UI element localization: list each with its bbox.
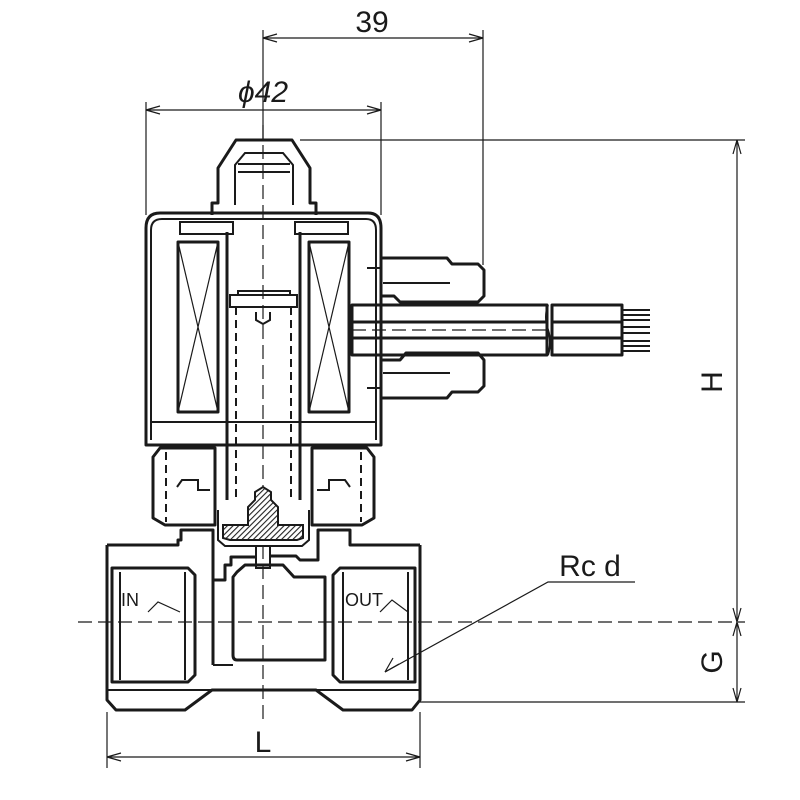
dim-39-label: 39 <box>355 6 388 39</box>
dim-g-label: G <box>696 650 729 673</box>
dimension-lines <box>106 30 745 768</box>
valve-body <box>105 528 422 712</box>
centerlines <box>78 125 745 722</box>
dim-l-label: L <box>255 726 272 759</box>
bonnet-nut <box>151 446 376 527</box>
dim-diameter-label: ϕ42 <box>238 76 288 109</box>
wire-strands-icon <box>622 309 650 352</box>
plunger-cap <box>210 138 318 215</box>
port-thread-label: Rc d <box>559 550 621 583</box>
inlet-label: IN <box>121 590 139 610</box>
coil-housing <box>144 211 383 500</box>
outlet-label: OUT <box>345 590 383 610</box>
dim-h-label: H <box>696 371 729 393</box>
cable-connector <box>350 256 650 400</box>
